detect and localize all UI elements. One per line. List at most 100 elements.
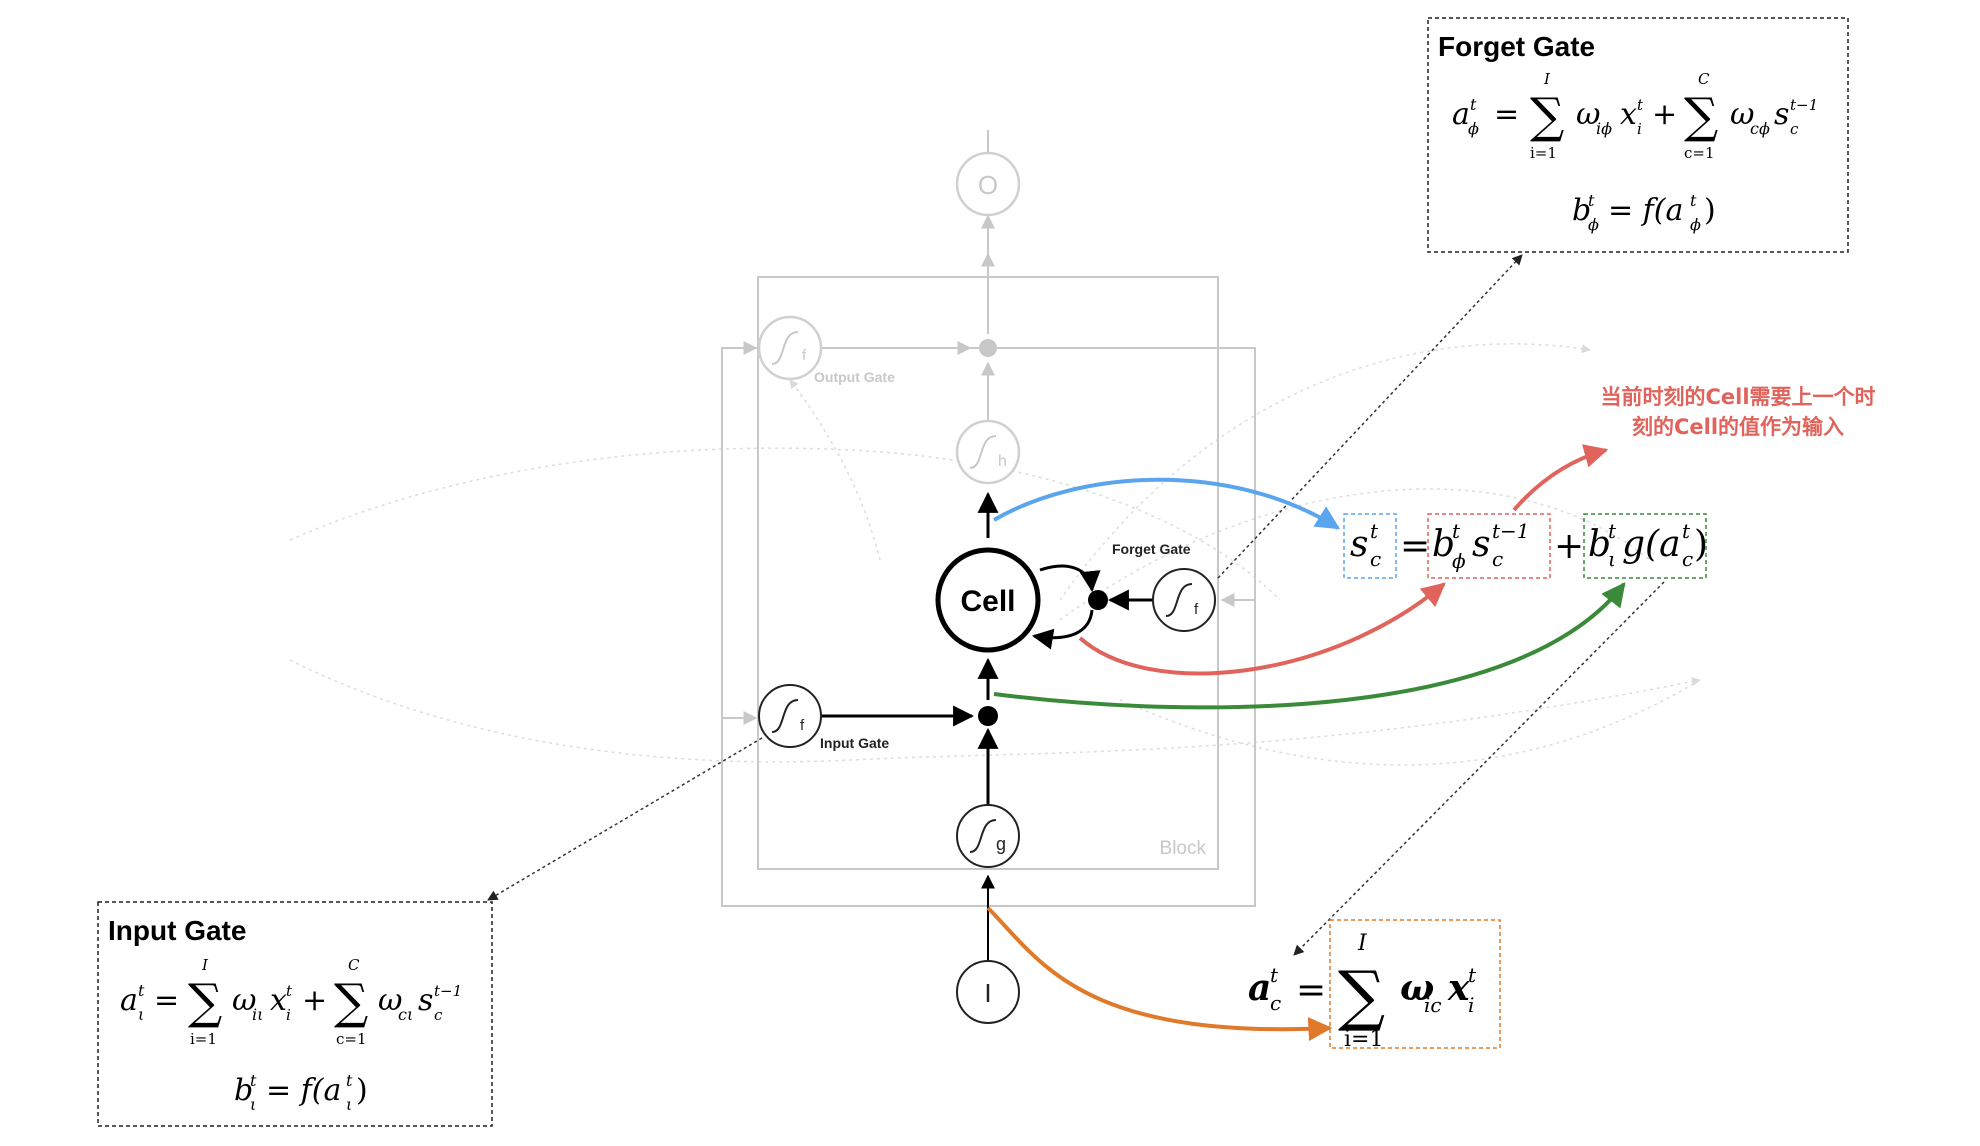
- red-arrow-cell: [1078, 582, 1446, 676]
- ac-eq-sum-upper: I: [1357, 931, 1368, 956]
- ac-eq-w-sub: ic: [1424, 993, 1442, 1017]
- cell-eq-s2-sup: t−1: [1492, 519, 1530, 543]
- forget-box-title: Forget Gate: [1438, 31, 1595, 62]
- input-term2-sub: cι: [398, 1005, 413, 1024]
- input-gate-sub: f: [800, 717, 805, 734]
- input-box-title: Input Gate: [108, 915, 246, 946]
- forget-sum2-upper: C: [1698, 70, 1710, 88]
- cell-eq-b1: b: [1432, 524, 1455, 565]
- cell-eq-b1-sup: t: [1452, 519, 1461, 543]
- forget-term1-var-sub: i: [1637, 120, 1642, 138]
- forget-gate-label: Forget Gate: [1112, 541, 1191, 557]
- red-arrow-note: [1512, 444, 1609, 512]
- forget-eq2-sub: ϕ: [1588, 215, 1599, 234]
- cell-eq-s2: s: [1472, 524, 1490, 565]
- cell-note-line2: 刻的Cell的值作为输入: [1631, 415, 1845, 439]
- background-curves: [289, 343, 1701, 766]
- input-term-box: [1583, 513, 1707, 579]
- input-term2-var-sup: t−1: [434, 982, 462, 1000]
- output-node-label: O: [978, 170, 998, 200]
- forget-merge-dot: [1088, 590, 1108, 610]
- input-eq2: b: [234, 1073, 253, 1108]
- block-label: Block: [1160, 838, 1207, 859]
- forget-eq2-sup: t: [1588, 191, 1595, 210]
- gray-connectors: [722, 130, 1255, 725]
- black-connectors: [822, 491, 1154, 992]
- input-eq2-rhs-sub: ι: [346, 1095, 352, 1114]
- input-term2: ω: [378, 983, 402, 1018]
- cell-eq-s2-sub: c: [1492, 547, 1503, 571]
- input-term2-var: s: [418, 983, 433, 1018]
- input-plus: +: [302, 983, 327, 1018]
- output-gate-node: f: [757, 315, 823, 381]
- g-activation-node: g: [956, 804, 1020, 868]
- ac-eq-sum-symbol: ∑: [1338, 957, 1385, 1034]
- forget-gate-node: f: [1152, 568, 1216, 632]
- orange-arrow: [986, 906, 1333, 1042]
- input-sum2-lower: c=1: [336, 1030, 367, 1048]
- forget-term-box: [1427, 513, 1551, 579]
- forget-term2: ω: [1730, 97, 1754, 132]
- input-node-label: I: [984, 978, 991, 1008]
- cell-eq-plus: +: [1554, 526, 1584, 567]
- forget-term1: ω: [1576, 97, 1600, 132]
- input-eq2-rhs: = f(a: [266, 1073, 341, 1108]
- cell-label: Cell: [960, 585, 1015, 618]
- cell-eq-b1-sub: ϕ: [1452, 549, 1466, 573]
- cell-eq-equals: =: [1400, 526, 1430, 567]
- forget-sum1-symbol: ∑: [1530, 88, 1564, 144]
- forget-eq2-rhs-sup: t: [1690, 191, 1697, 210]
- input-sum1-upper: I: [201, 956, 209, 974]
- s-term-box: [1343, 513, 1397, 579]
- input-sum1-symbol: ∑: [188, 974, 222, 1030]
- cell-eq-b2-sub: ι: [1608, 547, 1616, 571]
- forget-eq1-lhs: a: [1452, 97, 1470, 132]
- cell-eq-s-sub: c: [1370, 547, 1381, 571]
- output-node: [955, 151, 1021, 217]
- cell-node: Cell: [935, 547, 1041, 653]
- input-eq2-close: ): [356, 1073, 368, 1108]
- forget-sum2-lower: c=1: [1684, 144, 1715, 162]
- ac-eq-sum-lower: i=1: [1344, 1027, 1383, 1052]
- input-sum2-symbol: ∑: [334, 974, 368, 1030]
- input-eq2-sup: t: [250, 1071, 257, 1090]
- cell-eq-g-close: ): [1694, 524, 1708, 565]
- cell-eq-s: s: [1350, 524, 1368, 565]
- forget-sum1-lower: i=1: [1530, 144, 1557, 162]
- blue-arrow: [992, 477, 1341, 530]
- forget-eq2: b: [1572, 193, 1591, 228]
- forget-eq2-rhs: = f(a: [1608, 193, 1683, 228]
- output-gate-label: Output Gate: [814, 369, 895, 385]
- forget-eq2-rhs-sub: ϕ: [1690, 215, 1701, 234]
- ac-eq-a: a: [1248, 967, 1271, 1009]
- forget-term1-sub: iϕ: [1596, 119, 1612, 138]
- cell-input-box: [1329, 919, 1501, 1049]
- cell-eq-s-sup: t: [1370, 519, 1379, 543]
- forget-term1-var: x: [1620, 97, 1637, 132]
- cell-input-equation: a t c = ∑ I i=1 ω ic x t i: [1248, 919, 1501, 1052]
- input-merge-dot: [978, 706, 998, 726]
- input-eq1-equals: =: [154, 983, 179, 1018]
- ac-eq-w: ω: [1400, 967, 1434, 1009]
- ac-eq-x: x: [1447, 967, 1470, 1009]
- input-term1: ω: [232, 983, 256, 1018]
- input-sum1-lower: i=1: [190, 1030, 217, 1048]
- input-eq1-lhs-sub: ι: [138, 1005, 144, 1024]
- input-sum2-upper: C: [348, 956, 360, 974]
- green-arrow: [993, 582, 1626, 710]
- forget-sum2-symbol: ∑: [1684, 88, 1718, 144]
- forget-eq1-lhs-sup: t: [1470, 95, 1477, 114]
- input-eq2-sub: ι: [250, 1095, 256, 1114]
- forget-plus: +: [1652, 97, 1677, 132]
- input-gate-formula-box: Input Gate a t ι = ∑ I i=1 ω iι x t i + …: [97, 901, 493, 1127]
- forget-gate-sub: f: [1194, 601, 1199, 618]
- cell-eq-g-sub: c: [1682, 547, 1693, 571]
- input-eq2-rhs-sup: t: [346, 1071, 353, 1090]
- input-gate-node: f: [758, 684, 822, 748]
- cell-state-equation: s t c = b t ϕ s t−1 c + b t ι g(a t c ): [1343, 513, 1708, 579]
- ac-eq-x-sub: i: [1468, 993, 1474, 1017]
- input-term1-sub: iι: [252, 1005, 263, 1024]
- cell-note-line1: 当前时刻的Cell需要上一个时: [1600, 385, 1876, 409]
- forget-term2-var-sub: c: [1790, 120, 1799, 138]
